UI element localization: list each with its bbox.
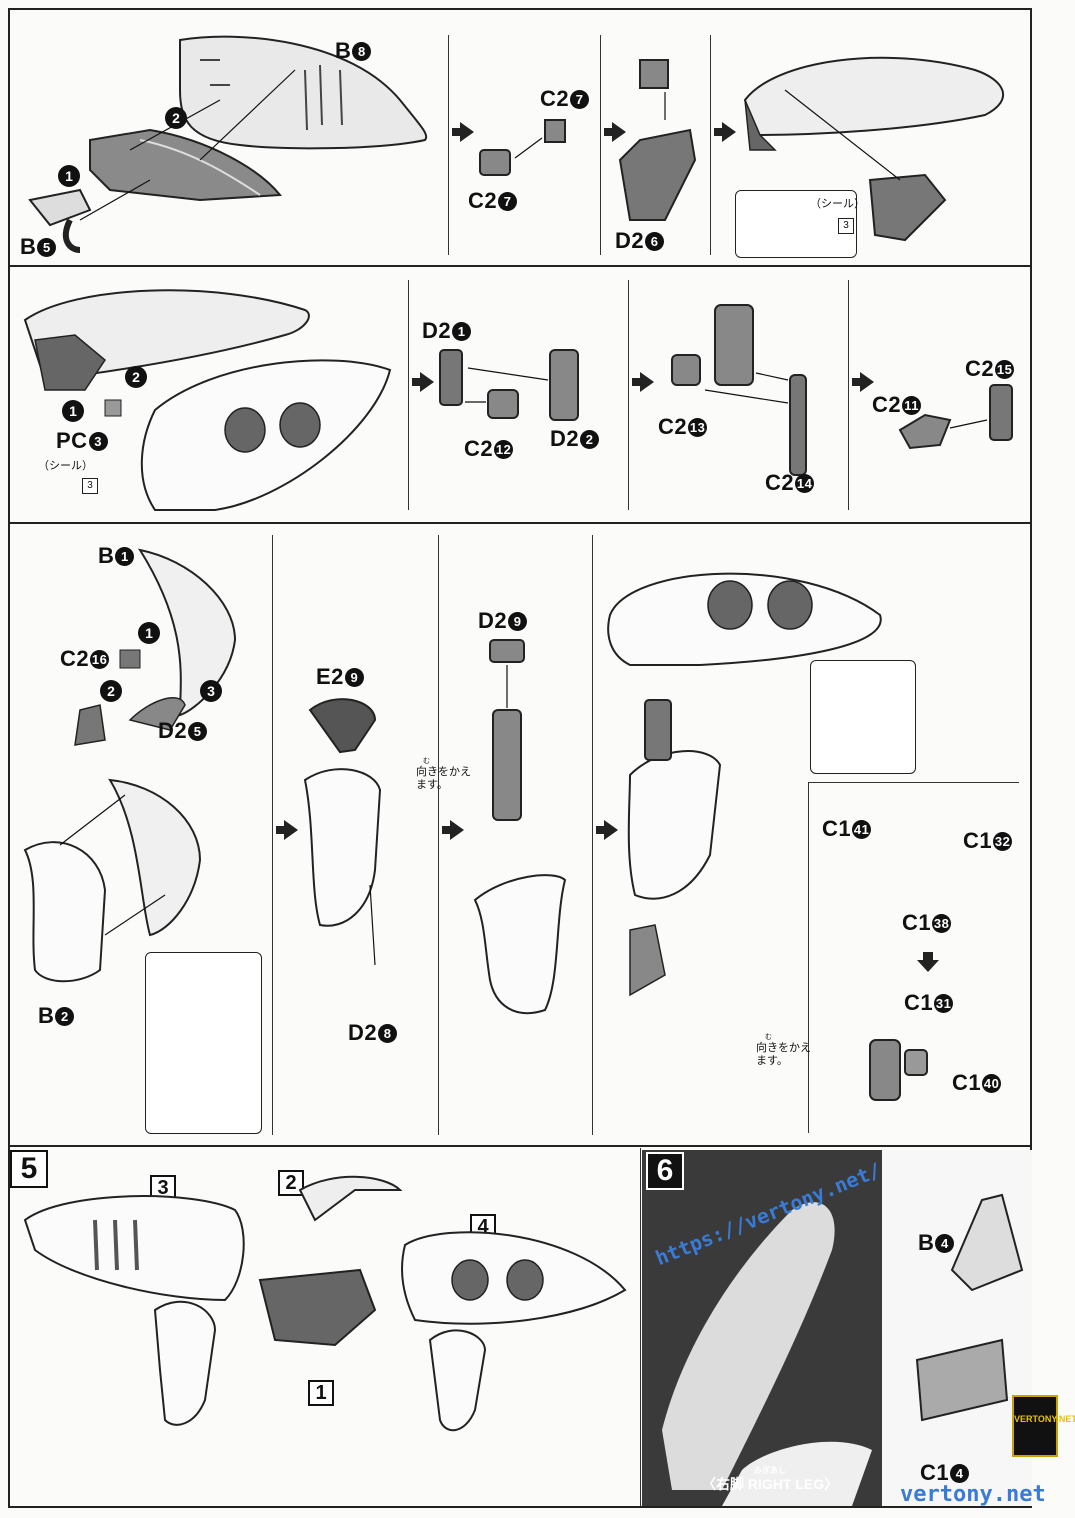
divider-row1 [8,265,1032,267]
col-divider [448,35,449,255]
col-divider [600,35,601,255]
sub-step-1-box: 1 [308,1380,334,1406]
flow-arrow-icon [632,372,654,392]
rotate-note-ruby: む [423,758,430,765]
s1-housing-illustration [618,59,697,221]
s6-photo-panel: みぎあし〈右脚 RIGHT LEG〉 [642,1150,1032,1506]
seal-label: （シール） [38,460,93,472]
col-divider [408,280,409,510]
step-number-1: 1 [62,400,84,422]
rotate-note-ruby: む [765,1034,772,1041]
step-number-2: 2 [165,107,187,129]
flow-arrow-icon [714,122,736,142]
flow-arrow-icon [604,122,626,142]
step-number-1: 1 [58,165,80,187]
s2-shell-illustration [23,289,392,511]
s5-assembly-illustration [23,1175,627,1432]
s3-hand-illustration [869,1039,928,1101]
col-divider [272,535,273,1135]
s2-hand-illustration [898,384,1013,450]
flow-arrow-icon [276,820,298,840]
step-number-3: 3 [200,680,222,702]
col-divider [628,280,629,510]
divider-row2 [8,522,1032,524]
flow-arrow-icon [852,372,874,392]
seal-number: 3 [838,218,854,234]
s3-thigh-illustration [74,548,237,746]
s3-knee-illustration [303,698,382,966]
divider-row3 [8,1145,1032,1147]
col-divider [640,1148,641,1506]
s1-seal-inset [735,190,857,258]
sub-step-2-box: 2 [278,1170,304,1196]
step-number-1: 1 [138,622,160,644]
watermark-url-bottom: vertony.net [900,1482,1046,1507]
s2-joint-illustration [439,349,579,421]
col-divider [592,535,593,1135]
s1-shell-illustration [28,35,428,253]
flow-arrow-down-icon [917,952,939,972]
s3-hand-panel [808,782,1019,1133]
rotate-note: 向きをかえます。 [416,766,471,792]
s3-shin-illustration [473,639,567,1015]
step-badge-5: 5 [10,1150,48,1188]
leg-photo-illustration [642,1150,1032,1506]
right-leg-title-text: 〈右脚 RIGHT LEG〉 [702,1476,839,1492]
col-divider [438,535,439,1135]
page-frame [8,8,1032,1508]
step-number-2: 2 [125,366,147,388]
rotate-note: 向きをかえます。 [756,1042,811,1068]
s1-assembly-illustration [743,56,1005,242]
vertony-logo: VERTONY.NET [1012,1395,1075,1457]
right-leg-title: みぎあし〈右脚 RIGHT LEG〉 [702,1466,839,1494]
flow-arrow-icon [452,122,474,142]
col-divider [710,35,711,255]
flow-arrow-icon [412,372,434,392]
s2-arm-illustration [671,304,807,476]
s3-knee-detail-inset [810,660,916,774]
col-divider [848,280,849,510]
step-number-2: 2 [100,680,122,702]
s3-leg-assembly-illustration [607,572,882,997]
s3-thigh-assembly-illustration [23,778,202,983]
step-badge-6: 6 [646,1152,684,1190]
right-leg-ruby: みぎあし [754,1466,786,1475]
flow-arrow-icon [596,820,618,840]
seal-number: 3 [82,478,98,494]
flow-arrow-icon [442,820,464,840]
s3-thigh-detail-inset [145,952,262,1134]
s1-joint-illustration [479,119,566,176]
seal-label: （シール） [810,198,865,210]
